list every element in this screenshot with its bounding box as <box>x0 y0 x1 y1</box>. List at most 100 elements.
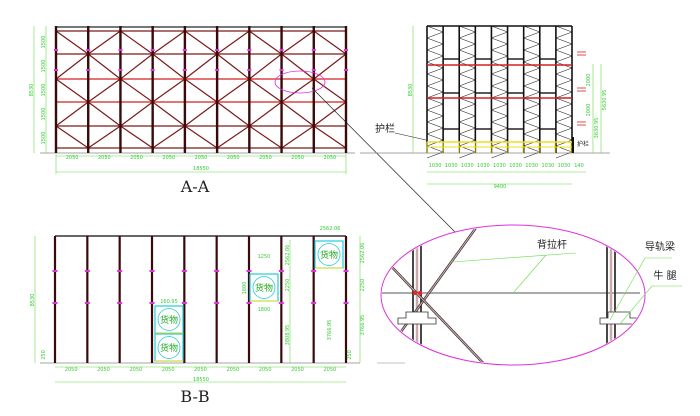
bracket-mark <box>214 302 220 304</box>
bay-dim: 2050 <box>97 367 110 373</box>
zigzag-brace <box>459 115 476 123</box>
joint-node <box>413 291 417 295</box>
brace <box>216 78 250 103</box>
bay-dim: 1030 <box>445 163 458 169</box>
zigzag-brace <box>459 139 476 147</box>
label-leader <box>451 252 577 263</box>
level-dim: 2000 <box>586 74 592 87</box>
zigzag-brace <box>555 25 573 33</box>
bay-dim: 1030 <box>477 163 490 169</box>
cargo-dim: 1250 <box>258 254 271 260</box>
brace <box>216 125 250 149</box>
bay-dim: 2050 <box>324 155 337 161</box>
cargo-dim: 160.95 <box>160 299 178 305</box>
zigzag-brace <box>523 49 540 57</box>
brace <box>87 53 121 80</box>
bracket-mark <box>52 302 58 304</box>
zigzag-brace <box>491 121 508 129</box>
bracket-mark <box>279 49 284 51</box>
cargo-circle <box>252 276 276 299</box>
brace <box>55 53 89 80</box>
zigzag-brace <box>491 91 508 99</box>
zigzag-brace <box>491 31 508 39</box>
brace <box>152 101 186 127</box>
bracket-mark <box>215 49 220 51</box>
brace <box>152 78 186 103</box>
zigzag-brace <box>523 133 540 141</box>
bracket-mark <box>215 69 220 71</box>
cargo-label: 货物 <box>255 282 273 294</box>
detail-callout-ellipse <box>274 70 326 94</box>
zigzag-brace <box>523 85 540 93</box>
brace <box>216 53 250 80</box>
zigzag-brace <box>523 139 540 147</box>
zigzag-brace <box>491 73 508 81</box>
zigzag-brace <box>523 109 540 117</box>
right-dim: 2250 <box>360 279 366 292</box>
zigzag-brace <box>426 109 444 117</box>
zigzag-brace <box>426 121 444 129</box>
brace <box>313 101 347 127</box>
bay-dim: 1030 <box>558 163 571 169</box>
bracket-mark <box>343 270 349 272</box>
label-leader <box>609 257 646 321</box>
brace <box>184 78 218 103</box>
total-width-dim: 18550 <box>193 166 209 172</box>
zigzag-brace <box>426 25 444 33</box>
corbel-bracket <box>397 311 437 325</box>
zigzag-brace <box>523 103 540 111</box>
bay-dim: 2050 <box>98 155 111 161</box>
brace <box>313 53 347 80</box>
brace <box>281 78 315 103</box>
corbel-bracket <box>599 311 639 325</box>
zigzag-brace <box>459 103 476 111</box>
cargo-circle <box>157 336 181 359</box>
cargo-dim: 2562.06 <box>320 226 341 232</box>
brace <box>55 125 89 149</box>
zigzag-brace <box>555 139 573 147</box>
zigzag-brace <box>426 97 444 105</box>
zigzag-brace <box>523 79 540 87</box>
brace <box>87 101 121 127</box>
bay-dim: 2050 <box>227 155 240 161</box>
zigzag-brace <box>426 43 444 51</box>
railing-label: 护栏 <box>375 122 395 135</box>
zigzag-brace <box>491 103 508 111</box>
brace <box>120 30 154 55</box>
zigzag-brace <box>523 25 540 33</box>
joint-node <box>418 291 422 295</box>
section-title-aa: A-A <box>180 177 210 196</box>
zigzag-brace <box>523 55 540 63</box>
brace <box>152 125 186 149</box>
zigzag-brace <box>555 85 573 93</box>
zigzag-brace <box>555 55 573 63</box>
brace <box>55 101 89 127</box>
zigzag-brace <box>459 127 476 135</box>
bracket-mark <box>278 302 284 304</box>
bay-dim: 2050 <box>194 367 207 373</box>
bracket-mark <box>182 69 187 71</box>
zigzag-brace <box>555 127 573 135</box>
zigzag-brace <box>426 91 444 99</box>
zigzag-brace <box>459 79 476 87</box>
zigzag-brace <box>555 49 573 57</box>
bracket-mark <box>181 302 187 304</box>
bay-dim: 1030 <box>461 163 474 169</box>
zigzag-brace <box>491 67 508 75</box>
zigzag-brace <box>491 127 508 135</box>
zigzag-brace <box>555 151 573 159</box>
right-dim: 3808.95 <box>285 325 291 346</box>
bracket-mark <box>182 49 187 51</box>
brace <box>87 78 121 103</box>
brace <box>281 125 315 149</box>
brace <box>313 125 347 149</box>
zigzag-brace <box>459 49 476 57</box>
cargo-dim: 1800 <box>258 307 271 313</box>
brace <box>184 30 218 55</box>
zigzag-brace <box>426 55 444 63</box>
zigzag-brace <box>426 49 444 57</box>
brace <box>120 101 154 127</box>
diagonal-brace-core <box>389 264 486 364</box>
brace <box>152 30 186 55</box>
